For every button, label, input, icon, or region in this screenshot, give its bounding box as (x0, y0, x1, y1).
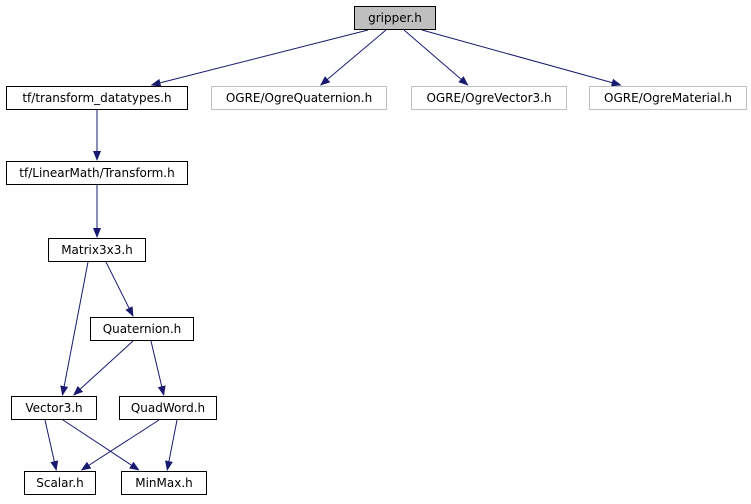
edge-quaternion-to-quadword (150, 340, 166, 396)
edge-vector3-to-minmax (62, 419, 140, 471)
edge-gripper-to-ogre_material (421, 29, 622, 87)
edge-gripper-to-ogre_quaternion (319, 29, 387, 86)
node-quadword[interactable]: QuadWord.h (119, 396, 217, 420)
edge-gripper-to-transform_datatypes (150, 29, 369, 87)
node-ogre-quaternion: OGRE/OgreQuaternion.h (211, 86, 387, 110)
edge-gripper-to-ogre_vector3 (403, 29, 469, 86)
edge-matrix3x3-to-vector3 (60, 261, 89, 396)
edge-matrix3x3-to-quaternion (105, 261, 134, 317)
node-transform-datatypes[interactable]: tf/transform_datatypes.h (6, 86, 188, 110)
node-quaternion[interactable]: Quaternion.h (90, 317, 194, 341)
node-gripper[interactable]: gripper.h (354, 6, 436, 30)
node-vector3[interactable]: Vector3.h (11, 396, 97, 420)
edge-quadword-to-scalar (80, 419, 160, 471)
edge-quaternion-to-vector3 (73, 340, 134, 396)
edge-vector3-to-scalar (44, 419, 59, 471)
node-minmax[interactable]: MinMax.h (121, 471, 207, 495)
node-matrix3x3[interactable]: Matrix3x3.h (48, 238, 146, 262)
node-linearmath-transform[interactable]: tf/LinearMath/Transform.h (6, 161, 188, 185)
node-ogre-material: OGRE/OgreMaterial.h (589, 86, 747, 110)
node-ogre-vector3: OGRE/OgreVector3.h (411, 86, 567, 110)
node-scalar[interactable]: Scalar.h (24, 471, 96, 495)
edge-quadword-to-minmax (165, 419, 178, 471)
